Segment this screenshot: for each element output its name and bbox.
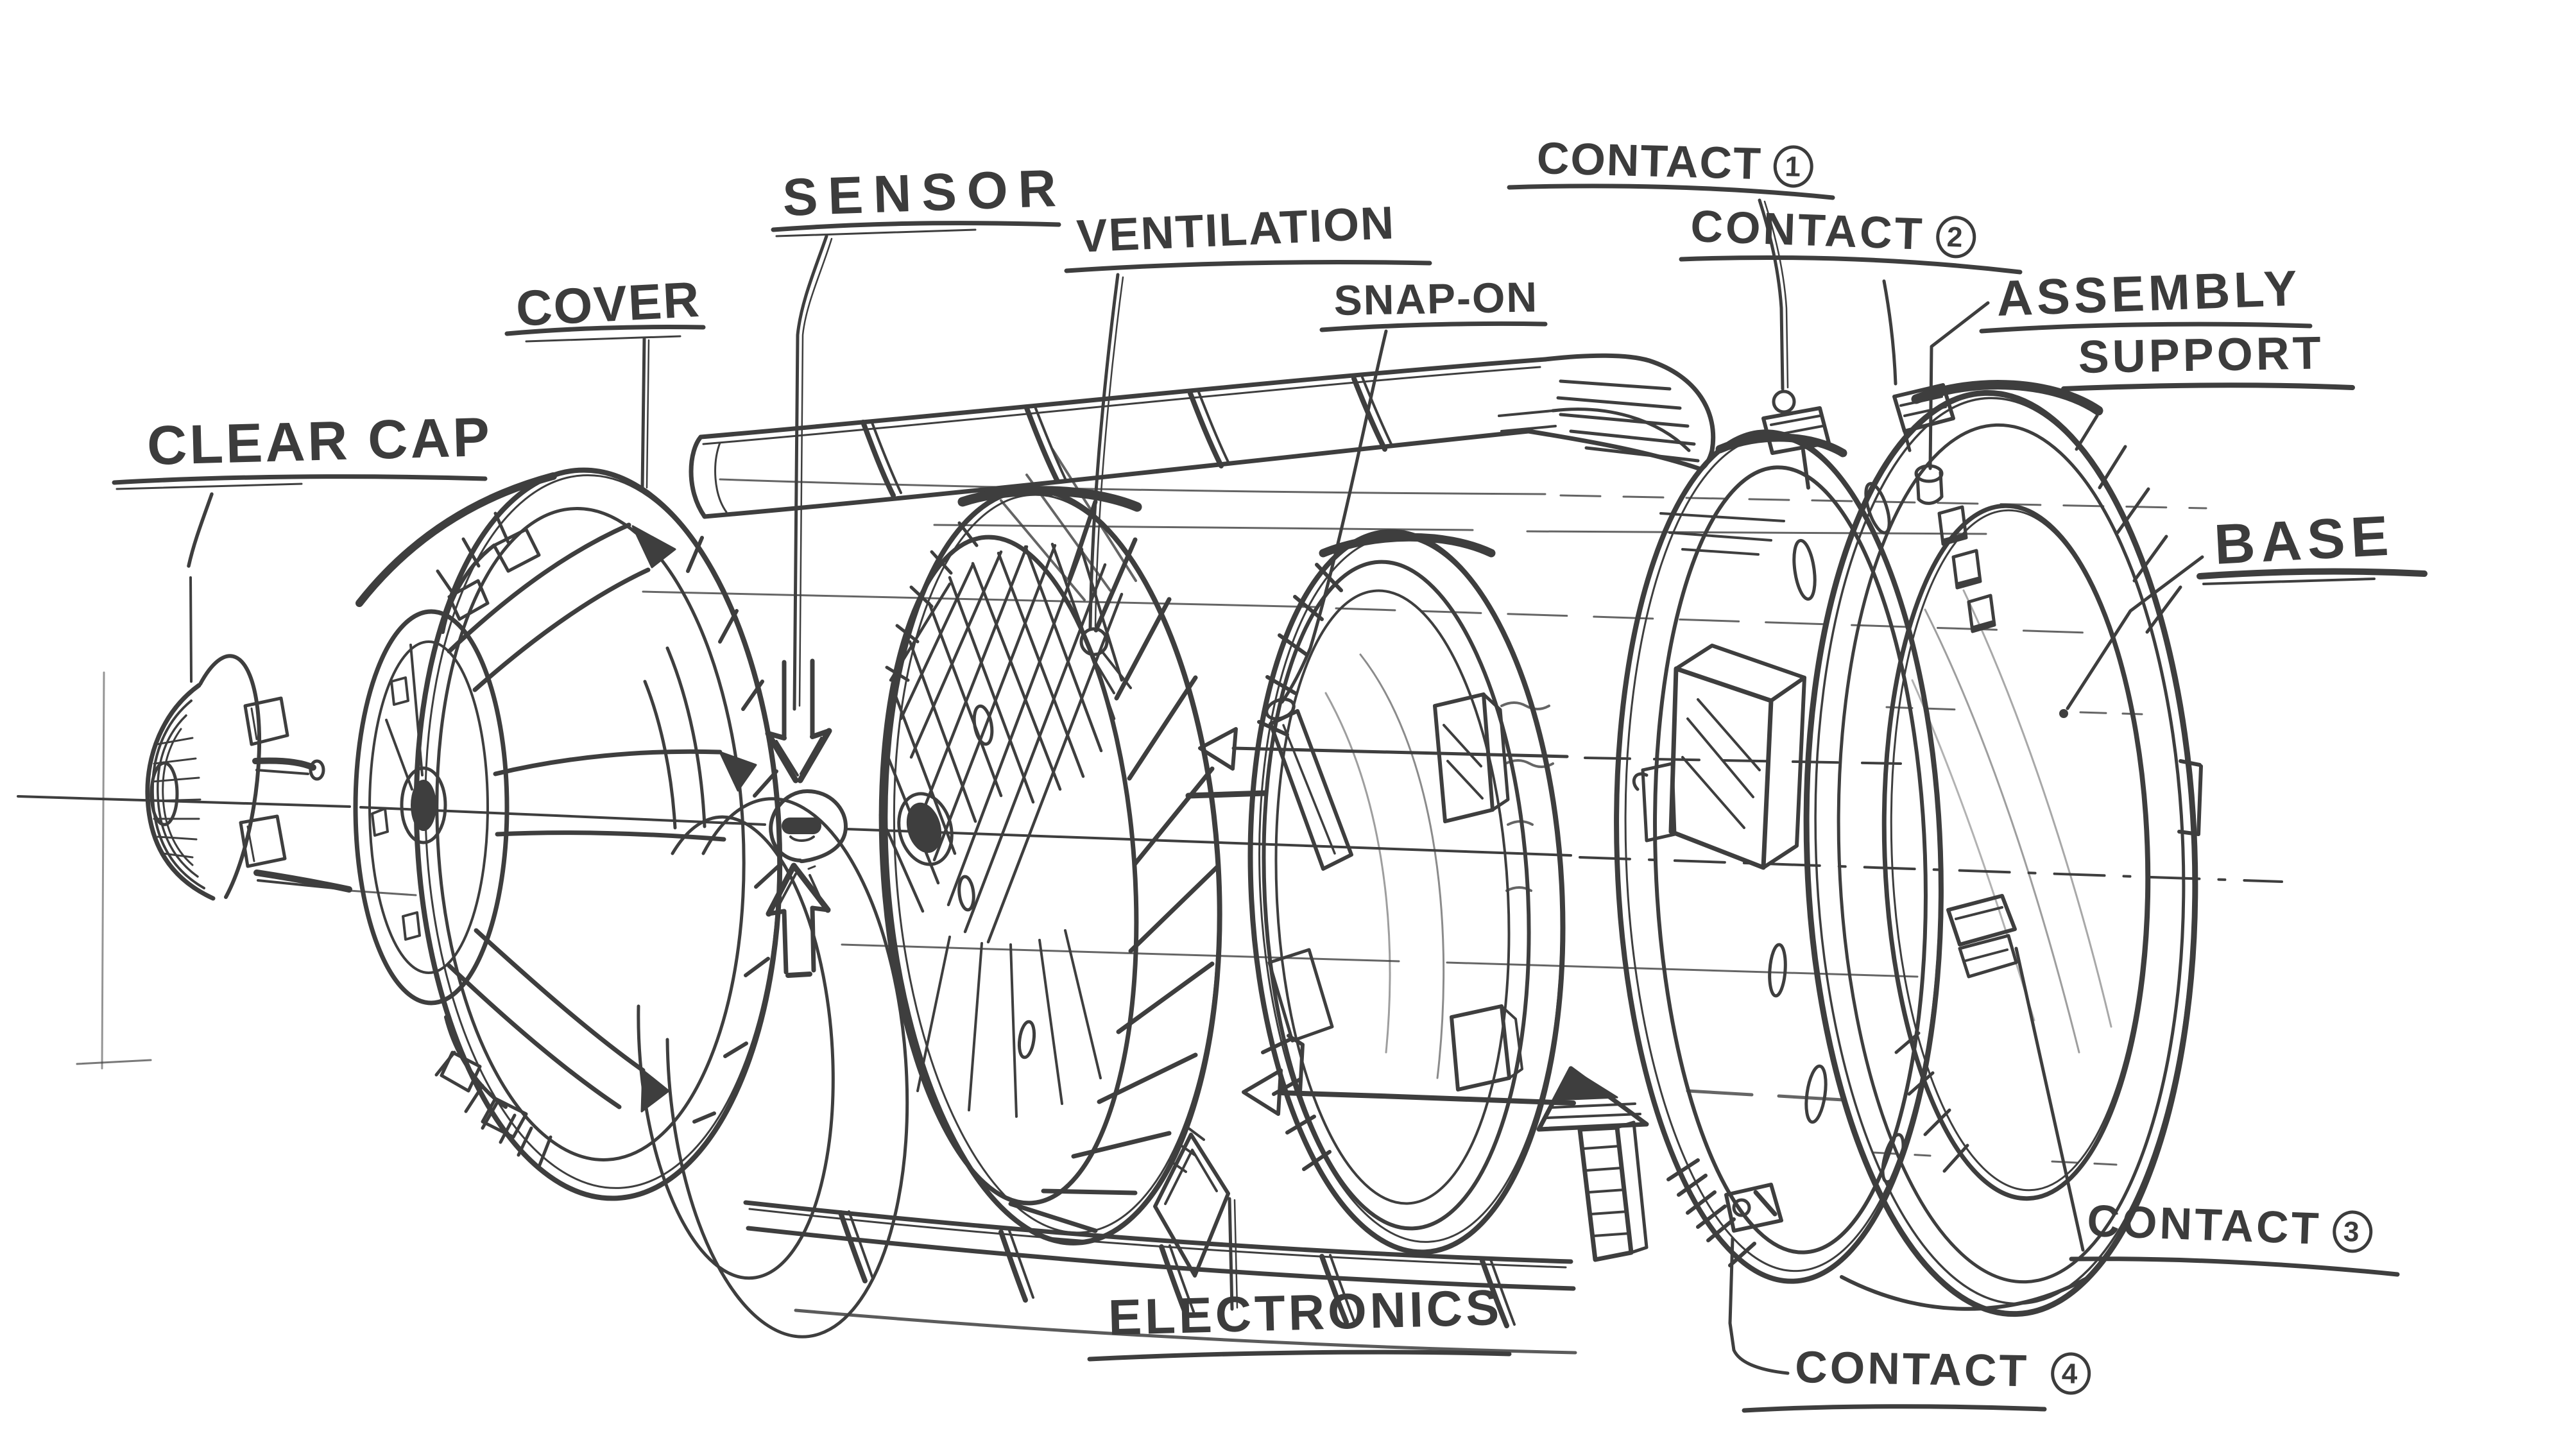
airflow-down-arrow (765, 658, 832, 784)
terminal-box (1632, 644, 1806, 870)
base-outer-ring-drawing (1803, 279, 2204, 1317)
cover-drawing (353, 337, 909, 1339)
contact-4-number-circle: 4 (2050, 1351, 2091, 1396)
label-assembly-text: ASSEMBLY (1996, 259, 2302, 327)
snap-on-ring-drawing (1247, 329, 1566, 1255)
contact-2-part (1882, 279, 1955, 452)
label-support: SUPPORT (2078, 327, 2324, 384)
label-support-text: SUPPORT (2078, 327, 2325, 383)
airflow-up-arrow (766, 862, 831, 978)
label-cover-text: COVER (515, 270, 702, 337)
contact-2-number-circle: 2 (1935, 215, 1977, 259)
label-clear-cap-text: CLEAR CAP (146, 406, 493, 477)
assembly-ribbon-top (689, 353, 1785, 556)
label-contact-2-text: CONTACT (1690, 200, 1926, 259)
label-sensor-text: SENSOR (782, 158, 1068, 227)
label-base-text: BASE (2213, 503, 2396, 576)
label-cover: COVER (515, 270, 702, 338)
label-snap-on-text: SNAP-ON (1333, 273, 1539, 324)
label-contact-1-text: CONTACT (1536, 132, 1763, 189)
contact-1-number-circle: 1 (1772, 144, 1814, 189)
base-leader (2066, 555, 2204, 710)
label-contact-4: CONTACT 4 (1795, 1341, 2091, 1399)
assembly-ribbon-bottom (743, 1200, 1577, 1355)
label-assembly: ASSEMBLY (1996, 259, 2302, 327)
insert-direction-block-arrow (1536, 1066, 1649, 1262)
contact-4-part (1724, 1183, 1790, 1375)
ventilation-drawing (878, 273, 1238, 1311)
electronics-part (1153, 1127, 1238, 1311)
label-base: BASE (2213, 502, 2395, 578)
contact-3-number-circle: 3 (2332, 1210, 2374, 1254)
label-electronics: ELECTRONICS (1108, 1278, 1503, 1347)
label-snap-on: SNAP-ON (1333, 272, 1539, 325)
label-underlines (112, 184, 2428, 1413)
assembly-support-part (1914, 301, 1990, 505)
base-inner-ring-drawing (1614, 198, 1944, 1375)
label-contact-3-text: CONTACT (2086, 1195, 2322, 1254)
sensor-drawing (765, 234, 848, 978)
clear-cap-drawing (145, 492, 352, 901)
label-electronics-text: ELECTRONICS (1108, 1278, 1503, 1346)
label-contact-4-text: CONTACT (1794, 1341, 2030, 1396)
label-sensor: SENSOR (782, 158, 1067, 228)
contact-3-part (1946, 894, 2085, 1252)
label-clear-cap: CLEAR CAP (146, 406, 493, 478)
